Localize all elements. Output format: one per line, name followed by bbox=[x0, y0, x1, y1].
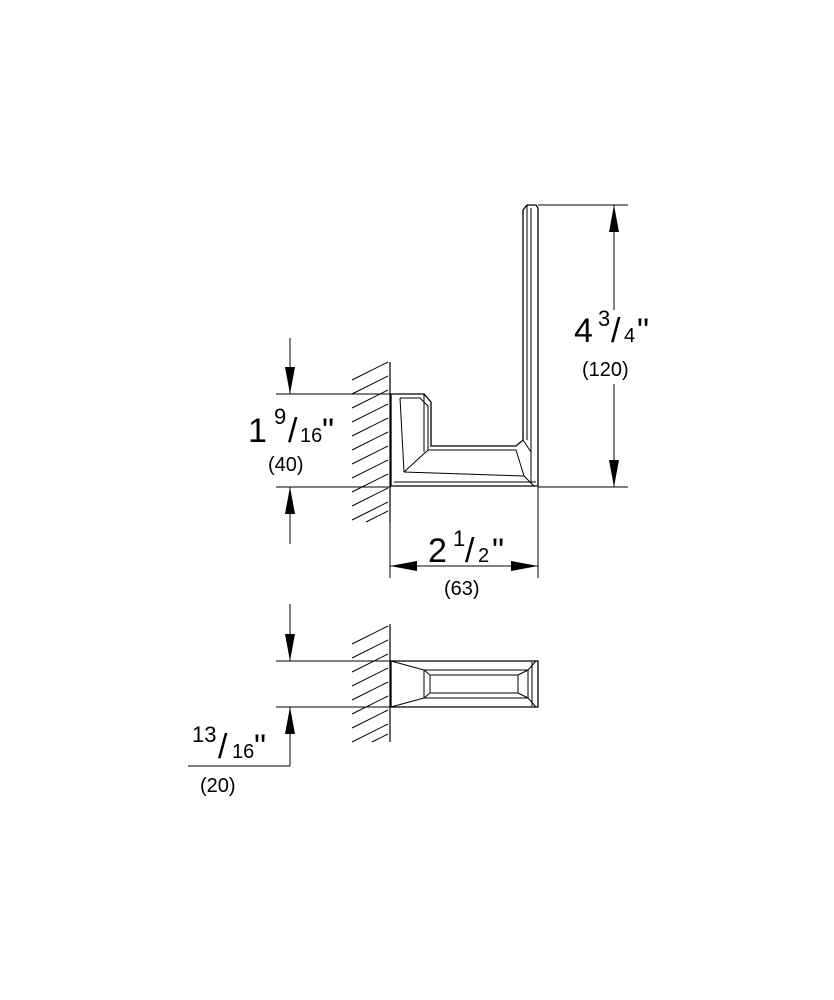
svg-text:2: 2 bbox=[478, 545, 489, 567]
svg-text:": " bbox=[492, 532, 504, 570]
svg-text:(40): (40) bbox=[268, 454, 304, 476]
dimension-width: 13 / 16 " (20) bbox=[192, 722, 266, 797]
top-view: 13 / 16 " (20) bbox=[188, 604, 539, 797]
svg-text:16: 16 bbox=[232, 741, 254, 763]
svg-text:9: 9 bbox=[274, 404, 286, 429]
dimension-mount-height: 1 9 / 16 " (40) bbox=[248, 404, 334, 476]
wall-hatching-top bbox=[351, 625, 389, 743]
svg-text:16: 16 bbox=[300, 425, 322, 447]
svg-text:/: / bbox=[611, 312, 621, 350]
svg-text:/: / bbox=[218, 728, 228, 766]
svg-text:(20): (20) bbox=[200, 775, 236, 797]
svg-text:13: 13 bbox=[192, 722, 216, 747]
svg-text:": " bbox=[637, 312, 649, 350]
svg-text:3: 3 bbox=[598, 306, 610, 331]
svg-text:/: / bbox=[288, 412, 298, 450]
svg-text:2: 2 bbox=[428, 532, 447, 570]
dimension-height-total: 4 3 / 4 " (120) bbox=[574, 306, 649, 381]
svg-text:": " bbox=[254, 728, 266, 766]
svg-text:1: 1 bbox=[453, 526, 465, 551]
hook-profile bbox=[390, 204, 539, 487]
svg-text:4: 4 bbox=[624, 325, 635, 347]
svg-text:": " bbox=[322, 412, 334, 450]
svg-text:(120): (120) bbox=[582, 359, 629, 381]
hook-top-profile bbox=[390, 660, 539, 708]
dimension-projection: 2 1 / 2 " (63) bbox=[428, 526, 504, 600]
svg-text:4: 4 bbox=[574, 312, 593, 350]
wall-hatching-side bbox=[351, 361, 389, 523]
svg-text:1: 1 bbox=[248, 412, 267, 450]
svg-text:/: / bbox=[465, 532, 475, 570]
side-view: 4 3 / 4 " (120) 1 9 / 16 " (40) 2 bbox=[248, 204, 656, 600]
svg-text:(63): (63) bbox=[444, 578, 480, 600]
